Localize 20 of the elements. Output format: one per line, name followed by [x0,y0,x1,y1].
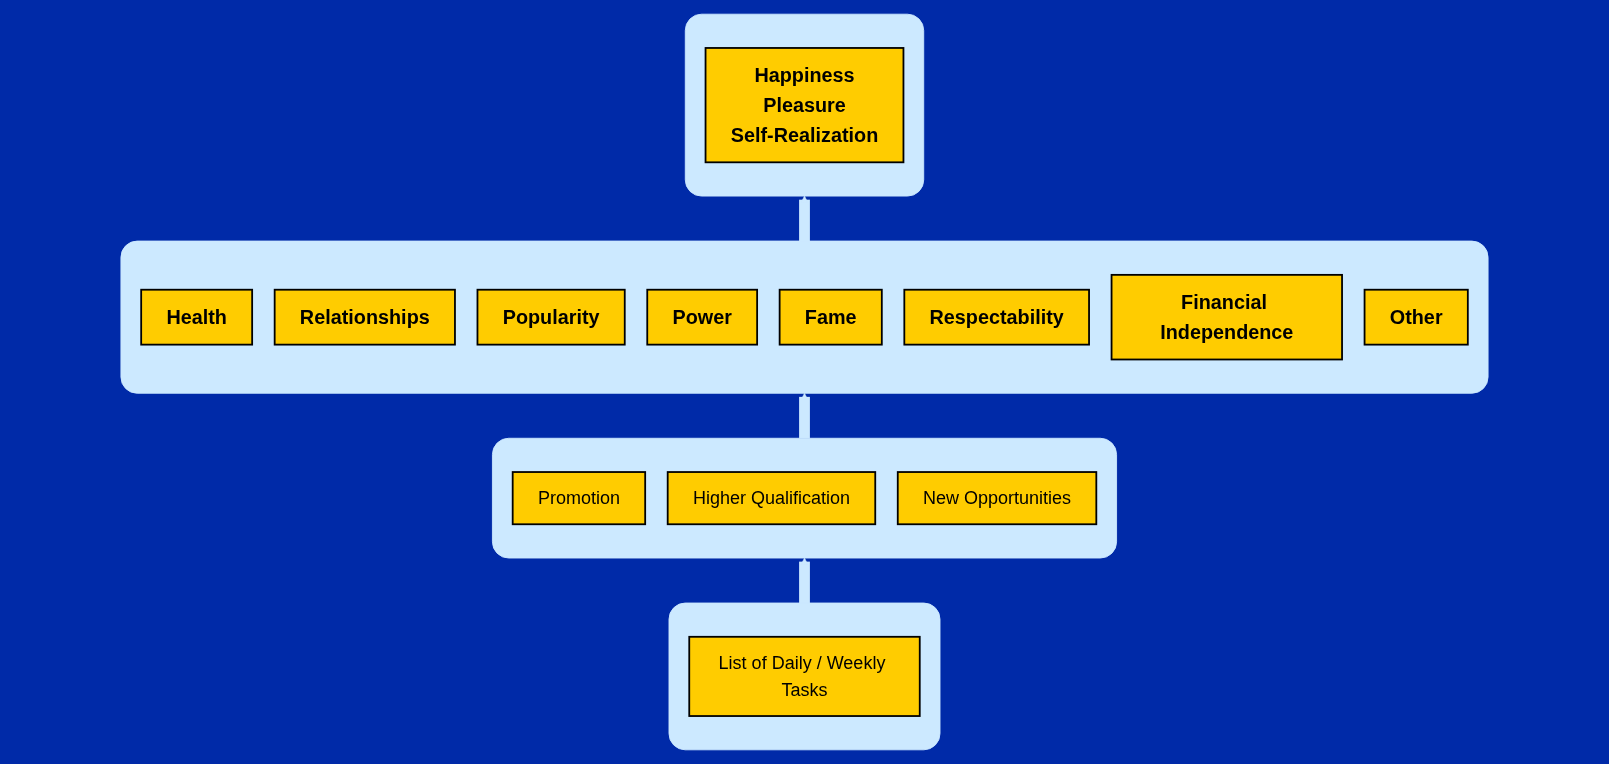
arrow [799,392,810,440]
node-box: Happiness Pleasure Self-Realization [704,47,905,164]
node-box: Power [646,288,759,346]
node-box: New Opportunities [896,471,1098,526]
node-box: Relationships [273,288,456,346]
node-box: Financial Independence [1110,273,1343,361]
cluster [492,437,1117,559]
node-box: Popularity [476,288,626,346]
cluster [120,240,1489,394]
node-box: Respectability [903,288,1090,346]
node-box: Health [140,288,254,346]
cluster [684,13,925,197]
arrow [799,557,810,605]
node-box: List of Daily / Weekly Tasks [688,635,921,717]
cluster [668,602,941,751]
node-box: Promotion [511,471,647,526]
node-box: Other [1363,288,1469,346]
node-box: Fame [778,288,883,346]
node-box: Higher Qualification [666,471,877,526]
arrow [799,195,810,243]
